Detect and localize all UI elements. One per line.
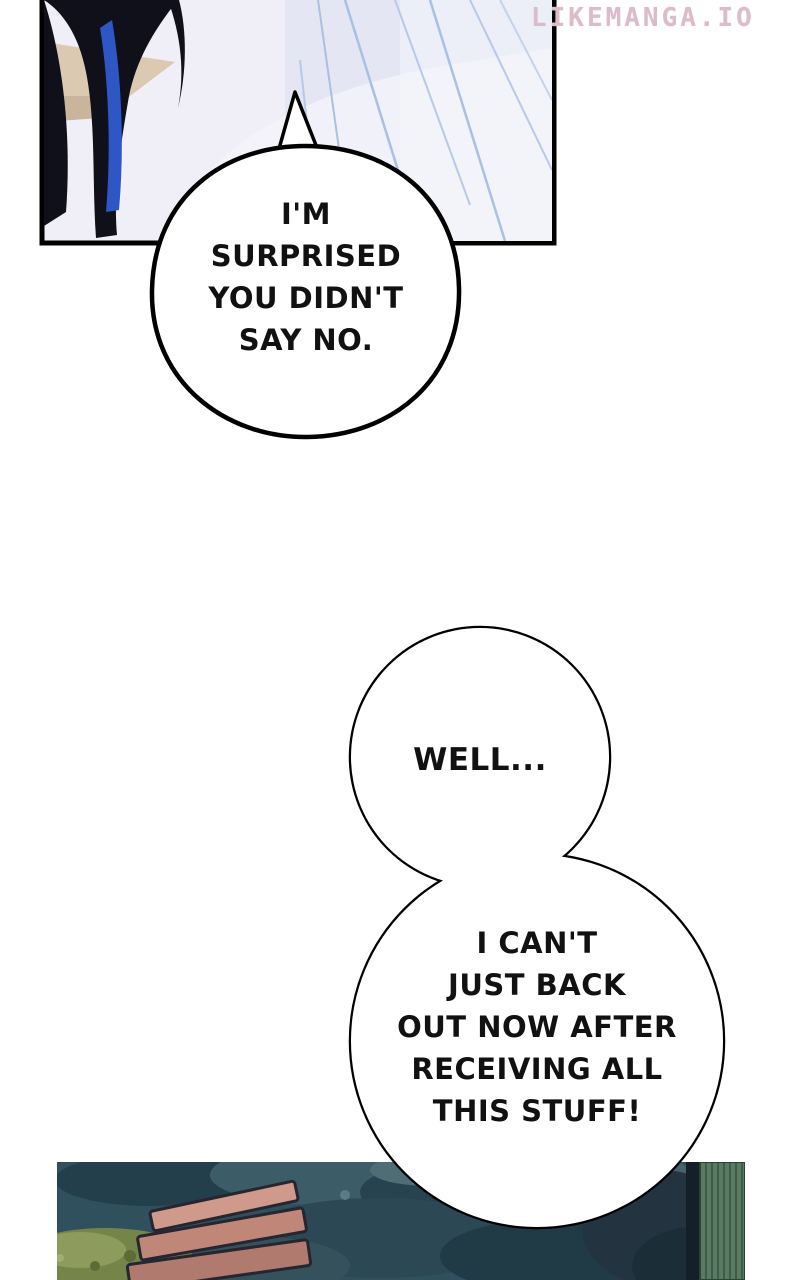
bubble-line: SAY NO. (238, 323, 374, 357)
bubble-line: I CAN'T (476, 926, 598, 960)
bubble-line: THIS STUFF! (432, 1094, 642, 1128)
bubble-line: RECEIVING ALL (411, 1052, 663, 1086)
speech-bubble-2 (348, 625, 726, 1230)
bubble-line: I'M (280, 197, 332, 231)
speech-bubble-2-text: WELL... (352, 740, 608, 780)
bubble-line: WELL... (413, 742, 547, 778)
panel-top (39, 0, 557, 246)
bench-planks (125, 1179, 313, 1280)
bamboo-mat (686, 1162, 745, 1280)
speech-bubble-1 (149, 90, 462, 440)
hair (44, 0, 185, 238)
bubble-line: JUST BACK (448, 968, 626, 1002)
speech-bubble-1-shape (149, 143, 462, 440)
bubble-line: OUT NOW AFTER (397, 1010, 677, 1044)
speech-bubble-3-text: I CAN'T JUST BACK OUT NOW AFTER RECEIVIN… (358, 922, 716, 1132)
bubble-line: YOU DIDN'T (208, 281, 404, 315)
hair-highlight (100, 20, 122, 212)
watermark: LIKEMANGA.IO (531, 3, 755, 33)
bubble-line: SURPRISED (210, 239, 402, 273)
speech-bubble-1-text: I'M SURPRISED YOU DIDN'T SAY NO. (150, 193, 462, 361)
